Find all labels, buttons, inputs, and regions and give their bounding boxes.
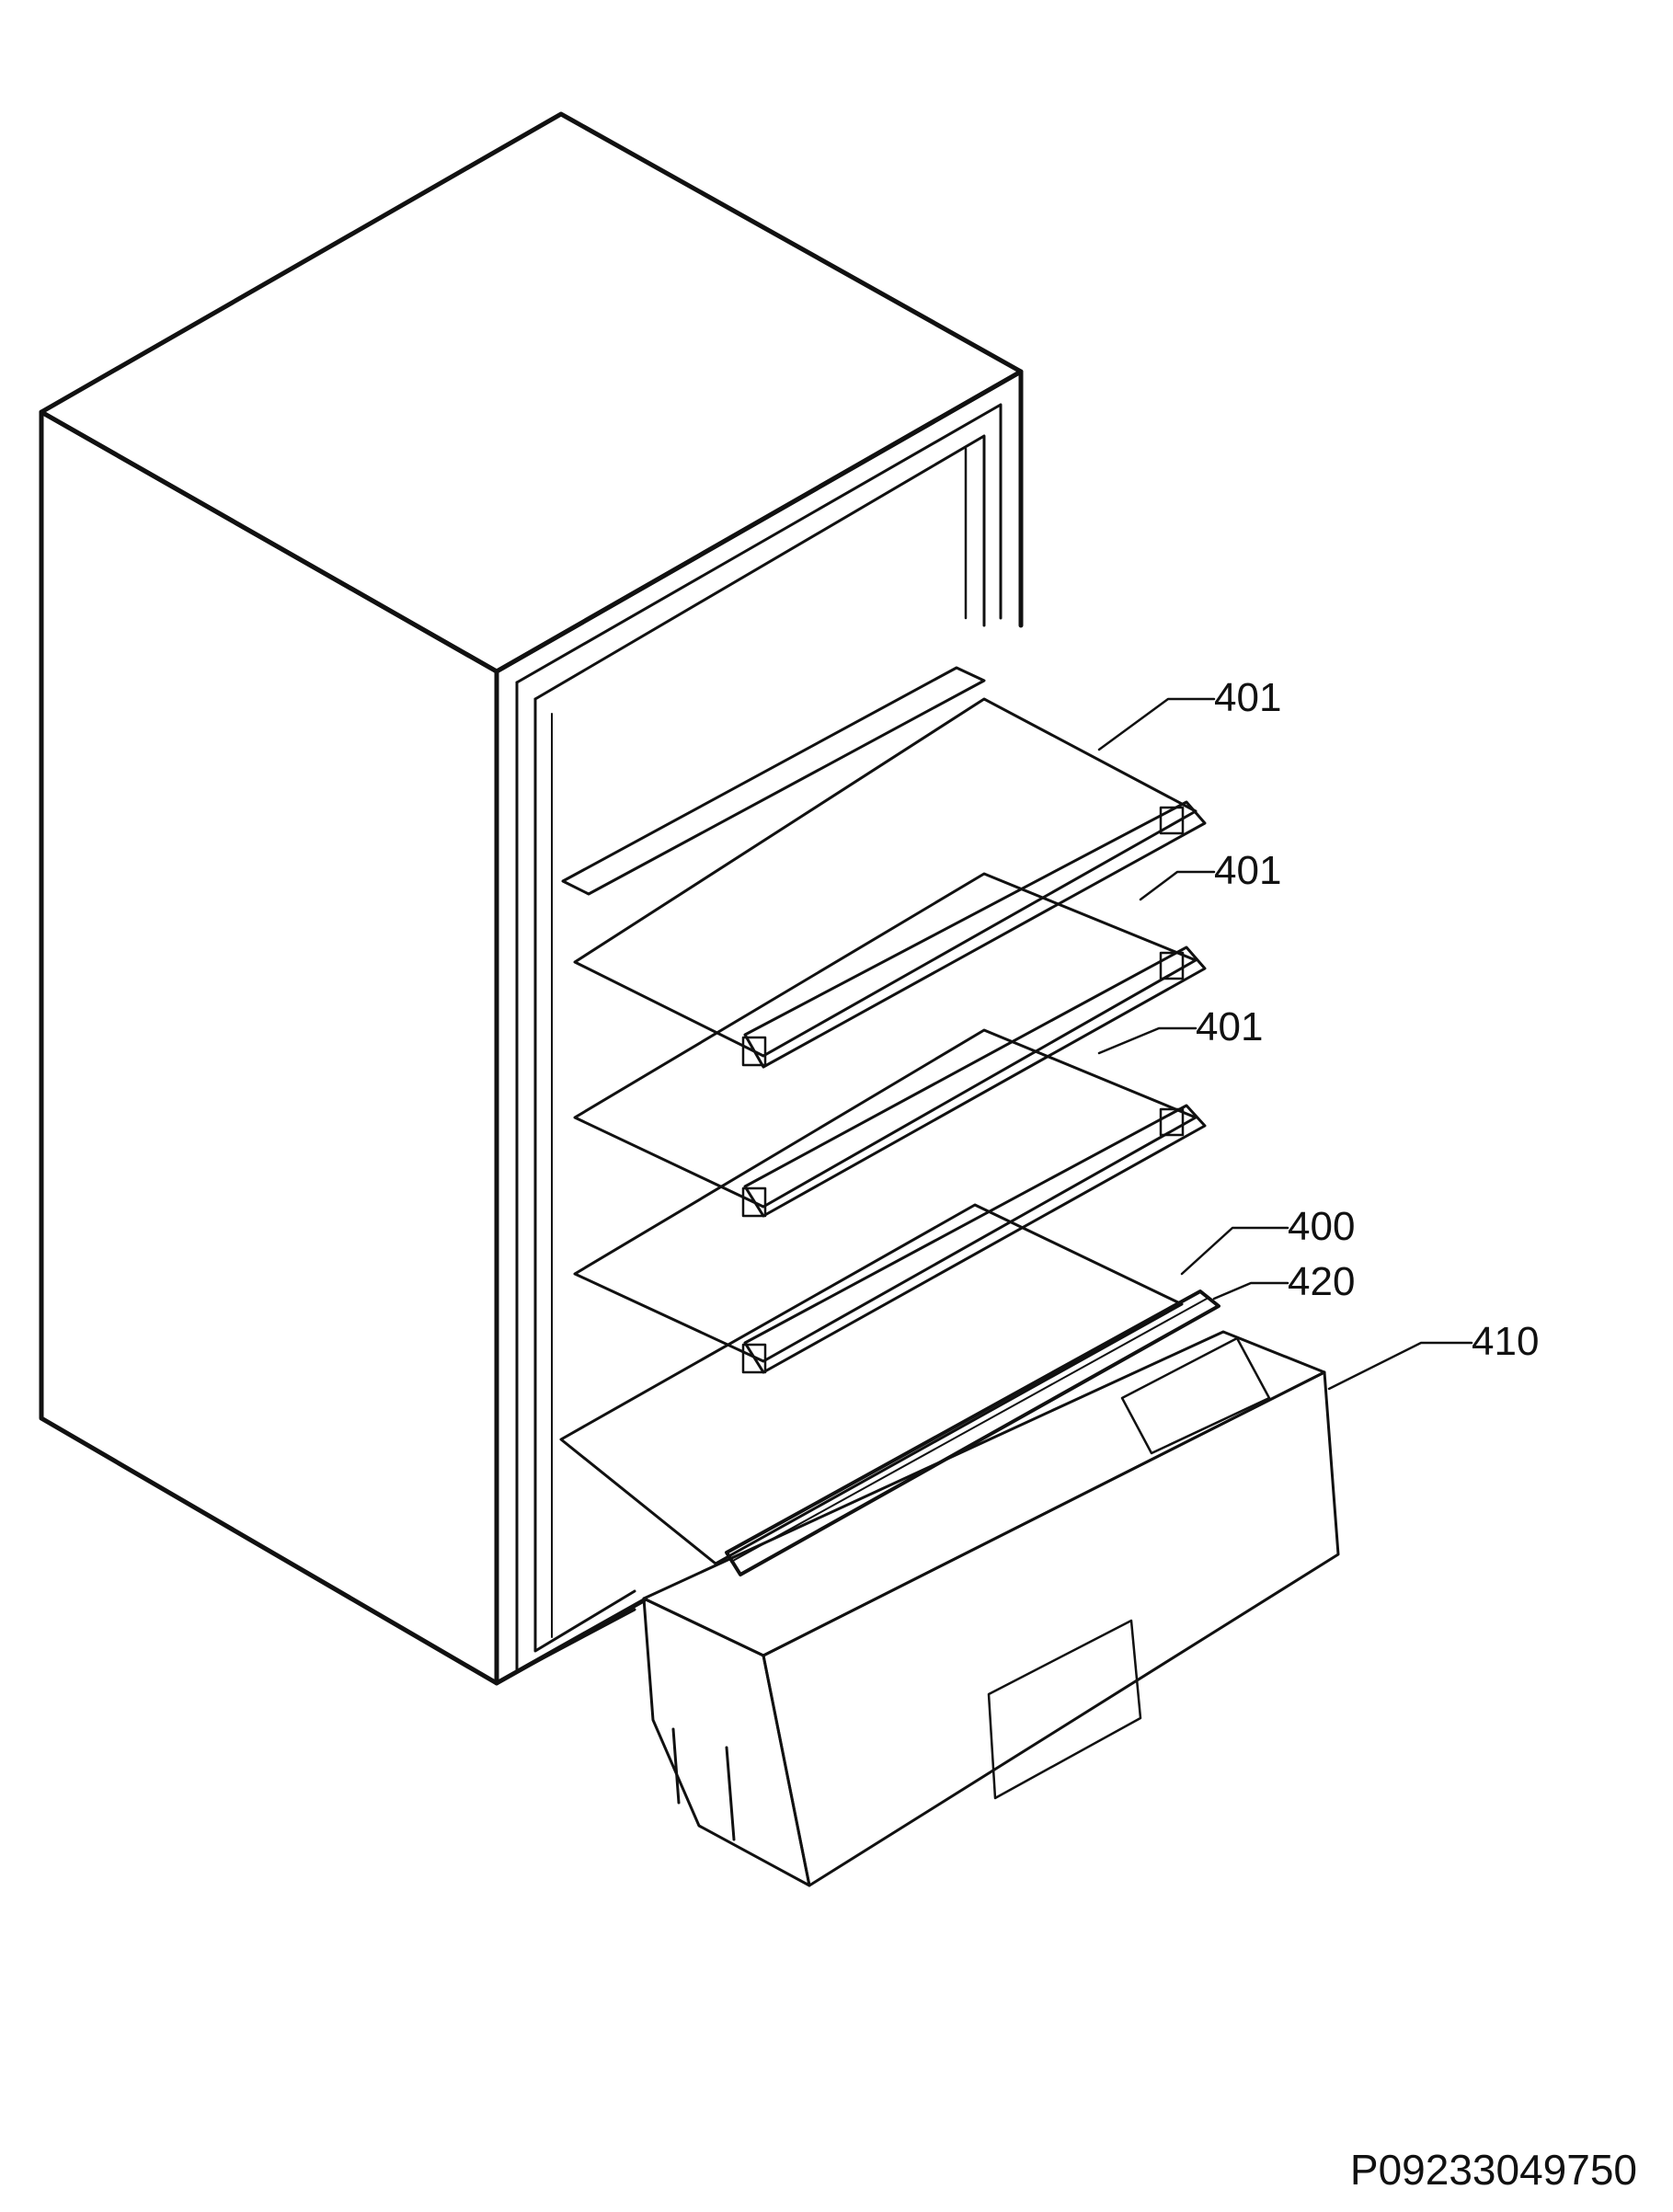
drawer-frame-rail — [725, 1289, 1220, 1576]
shelf-lower-front-trim — [743, 1104, 1207, 1374]
cabinet-side — [39, 409, 499, 1686]
drawer-handle-recess — [987, 1619, 1142, 1800]
shelf-lower-part — [573, 1028, 1207, 1374]
drawer-front-panel — [762, 1370, 1340, 1887]
leader-shelf-top — [1097, 697, 1216, 751]
callouts: 401 401 401 400 420 410 — [1196, 675, 1539, 1364]
callout-cover-plate: 400 — [1288, 1204, 1355, 1249]
leader-cover-plate — [1180, 1226, 1289, 1276]
callout-shelf-middle: 401 — [1214, 848, 1281, 893]
cover-plate-part — [559, 1203, 1184, 1565]
drawer-rim — [642, 1330, 1326, 1657]
cabinet-front-frame — [494, 369, 1024, 674]
leader-drawer-frame — [1212, 1281, 1289, 1301]
callout-shelf-top: 401 — [1214, 675, 1281, 720]
drawer-frame-part — [725, 1289, 1220, 1576]
leader-shelf-lower — [1097, 1026, 1197, 1055]
cabinet-top — [39, 111, 1024, 674]
cabinet — [39, 111, 1024, 1686]
shelf-lower-glass — [573, 1028, 1197, 1363]
cover-plate-glass — [559, 1203, 1184, 1565]
shelf-middle-part — [573, 872, 1207, 1218]
door-gasket-outer — [515, 403, 1003, 684]
drawer-side-panel — [642, 1597, 811, 1887]
shelf-top-part — [561, 666, 1207, 1069]
document-code: P09233049750 — [1350, 2146, 1637, 2194]
shelf-top-glass — [573, 697, 1197, 1058]
callout-crisper-drawer: 410 — [1472, 1319, 1539, 1364]
shelf-top-front-trim — [743, 800, 1207, 1069]
crisper-drawer-part — [642, 1330, 1340, 1887]
leader-lines — [1097, 697, 1473, 1391]
shelf-middle-glass — [573, 872, 1197, 1209]
callout-drawer-frame: 420 — [1288, 1259, 1355, 1304]
callout-shelf-lower: 401 — [1196, 1004, 1263, 1049]
shelf-middle-front-trim — [743, 946, 1207, 1218]
leader-crisper-drawer — [1327, 1341, 1473, 1391]
door-gasket-inner — [533, 434, 986, 701]
shelf-top-back-trim — [561, 666, 986, 896]
leader-shelf-middle — [1139, 870, 1216, 901]
